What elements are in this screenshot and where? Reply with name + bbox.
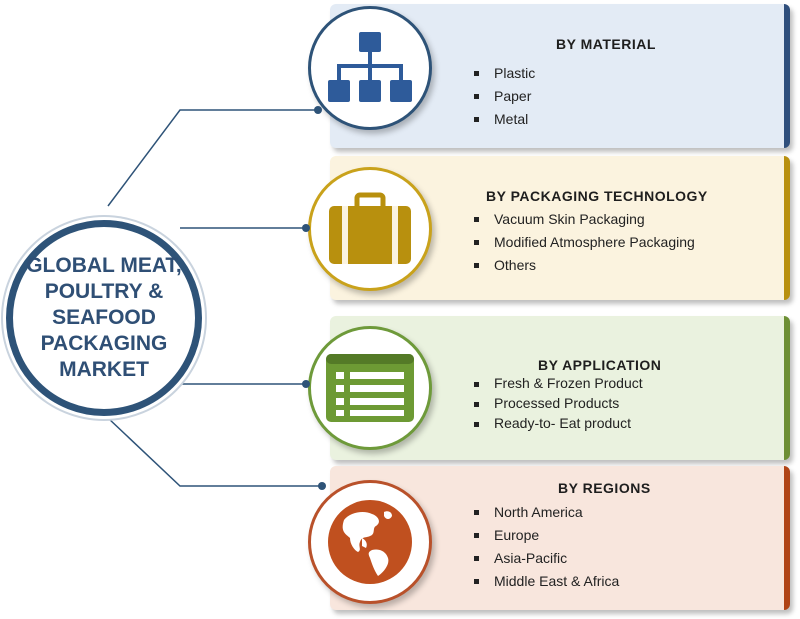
list-item: Middle East & Africa bbox=[470, 570, 619, 593]
list-item: Metal bbox=[470, 108, 535, 131]
suitcase-icon bbox=[329, 192, 411, 264]
segment-list-regions: North America Europe Asia-Pacific Middle… bbox=[470, 501, 619, 593]
icon-circle-regions bbox=[308, 480, 432, 604]
globe-icon bbox=[328, 500, 412, 584]
connector-regions bbox=[107, 417, 322, 487]
center-circle: GLOBAL MEAT, POULTRY & SEAFOOD PACKAGING… bbox=[6, 220, 202, 416]
list-item: Europe bbox=[470, 524, 619, 547]
segment-title-packaging-technology: BY PACKAGING TECHNOLOGY bbox=[486, 188, 708, 204]
segment-title-material: BY MATERIAL bbox=[556, 36, 656, 52]
list-item: Modified Atmosphere Packaging bbox=[470, 231, 695, 254]
list-item: Processed Products bbox=[470, 393, 643, 413]
list-item: Vacuum Skin Packaging bbox=[470, 208, 695, 231]
center-title: GLOBAL MEAT, POULTRY & SEAFOOD PACKAGING… bbox=[26, 254, 182, 381]
list-item: Paper bbox=[470, 85, 535, 108]
list-item: Ready-to- Eat product bbox=[470, 413, 643, 433]
list-item: North America bbox=[470, 501, 619, 524]
icon-circle-application bbox=[308, 326, 432, 450]
list-window-icon bbox=[326, 354, 414, 422]
list-item: Asia-Pacific bbox=[470, 547, 619, 570]
connector-dot bbox=[318, 482, 326, 490]
hierarchy-icon bbox=[328, 32, 412, 102]
connector-dot bbox=[302, 380, 310, 388]
icon-circle-packaging-technology bbox=[308, 167, 432, 291]
segment-title-regions: BY REGIONS bbox=[558, 480, 651, 496]
segment-list-application: Fresh & Frozen Product Processed Product… bbox=[470, 373, 643, 433]
list-item: Fresh & Frozen Product bbox=[470, 373, 643, 393]
connector-material bbox=[107, 109, 318, 207]
segment-list-packaging-technology: Vacuum Skin Packaging Modified Atmospher… bbox=[470, 208, 695, 277]
list-item: Others bbox=[470, 254, 695, 277]
list-item: Plastic bbox=[470, 62, 535, 85]
segment-title-application: BY APPLICATION bbox=[538, 357, 662, 373]
connector-dot bbox=[302, 224, 310, 232]
connector-dot bbox=[314, 106, 322, 114]
segment-list-material: Plastic Paper Metal bbox=[470, 62, 535, 131]
icon-circle-material bbox=[308, 6, 432, 130]
